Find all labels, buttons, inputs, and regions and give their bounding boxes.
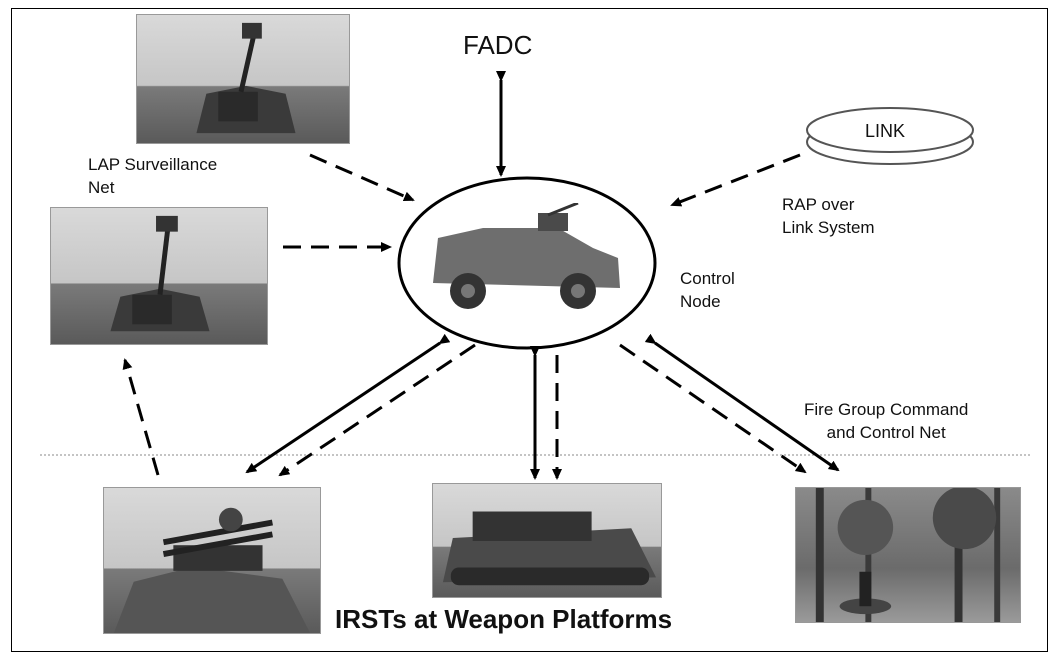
radar-photo-top <box>136 14 350 144</box>
rap-label: RAP over Link System <box>782 195 875 237</box>
footer-title: IRSTs at Weapon Platforms <box>335 604 673 634</box>
link-label: LINK <box>865 121 906 141</box>
lap-surveillance-label: LAP Surveillance Net <box>88 155 218 197</box>
control-vehicle-photo <box>428 203 626 315</box>
fire-group-label: Fire Group Command and Control Net <box>804 400 969 442</box>
lap-top-dashed-arrow <box>309 153 415 202</box>
right-solid-arrow <box>644 333 840 472</box>
rap-dashed-arrow <box>670 153 801 207</box>
link-ring-icon <box>806 107 974 165</box>
diagram-frame <box>11 8 1048 652</box>
forest-photo <box>795 487 1021 623</box>
control-node-label: Control Node <box>680 269 735 311</box>
radar-photo-mid <box>50 207 268 345</box>
left-dashed-arrow <box>278 343 476 477</box>
right-dashed-arrow <box>619 343 807 474</box>
left-solid-arrow <box>245 333 451 474</box>
fadc-label: FADC <box>463 30 533 60</box>
launcher-to-radar-dashed-arrow <box>122 358 160 476</box>
tank-photo <box>432 483 662 598</box>
launcher-photo <box>103 487 321 634</box>
